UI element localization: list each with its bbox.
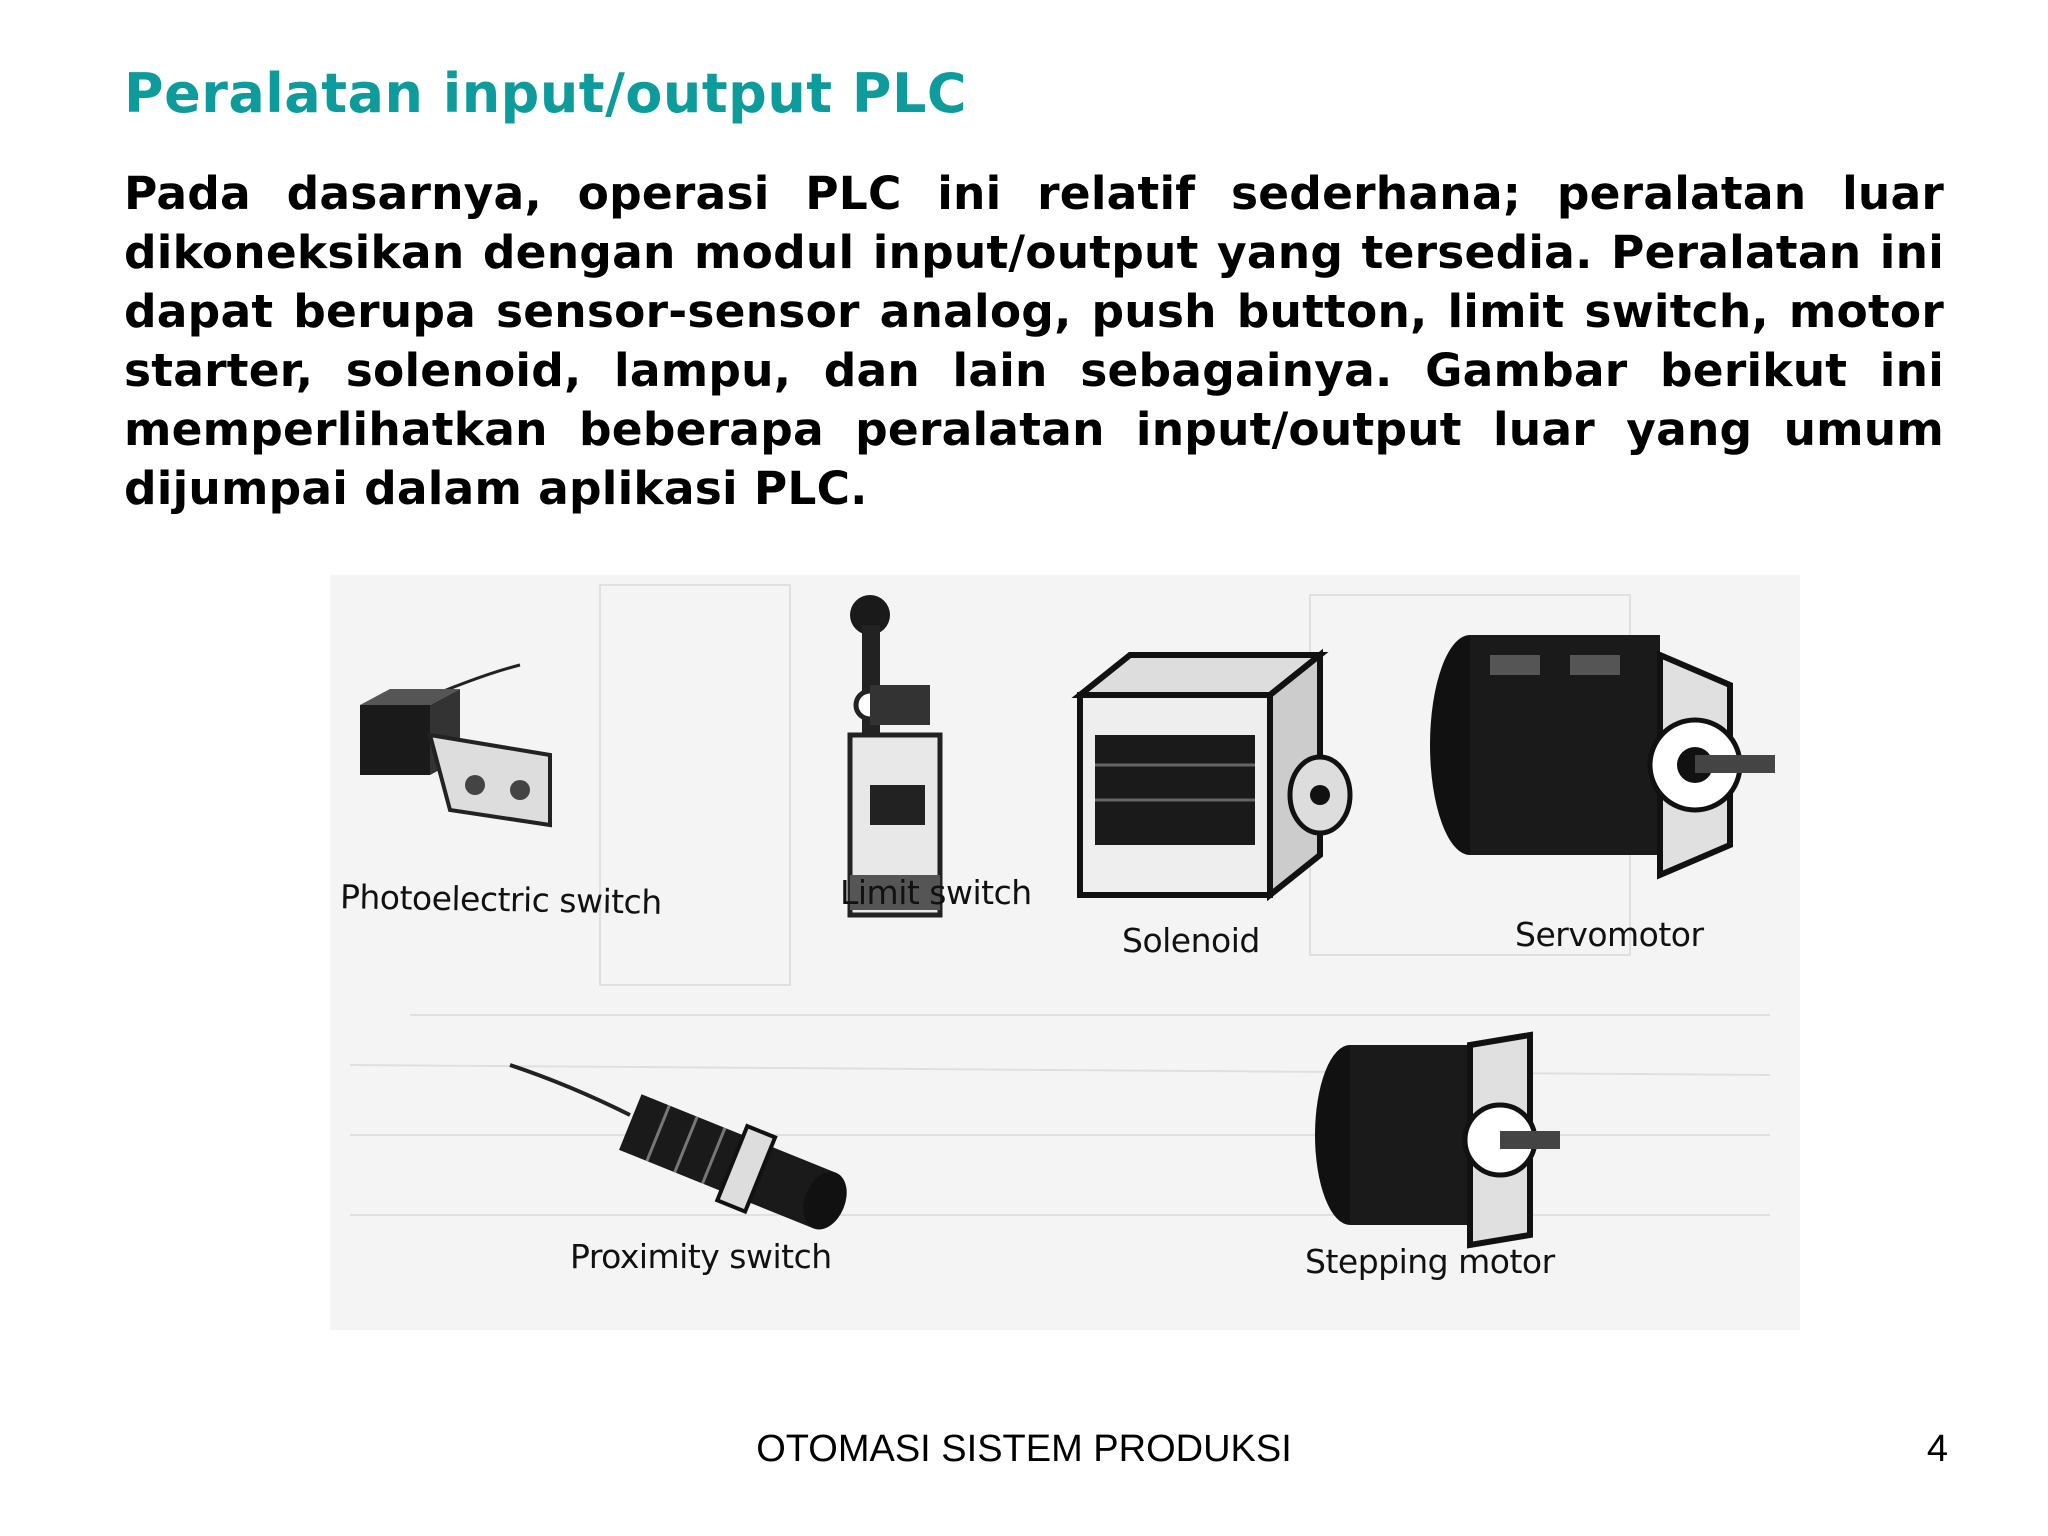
slide-body-text: Pada dasarnya, operasi PLC ini relatif s…	[124, 167, 1944, 515]
caption-solenoid: Solenoid	[1122, 921, 1260, 960]
solenoid-icon	[1071, 648, 1353, 902]
stepping-motor-icon	[1315, 1031, 1560, 1249]
slide-title: Peralatan input/output PLC	[124, 62, 967, 125]
limit-switch-icon	[847, 595, 943, 918]
caption-proximity-switch: Proximity switch	[570, 1237, 832, 1276]
servomotor-icon	[1430, 635, 1775, 880]
page-number: 4	[1926, 1428, 1948, 1470]
slide-footer: OTOMASI SISTEM PRODUKSI	[756, 1428, 1292, 1470]
io-devices-figure: Photoelectric switch Limit switch Soleno…	[330, 575, 1800, 1330]
caption-stepping-motor: Stepping motor	[1305, 1242, 1555, 1281]
caption-limit-switch: Limit switch	[840, 873, 1032, 912]
caption-servomotor: Servomotor	[1515, 915, 1704, 954]
caption-photoelectric-switch: Photoelectric switch	[339, 877, 663, 922]
proximity-switch-icon	[509, 1063, 847, 1230]
photoelectric-switch-icon	[360, 663, 552, 828]
